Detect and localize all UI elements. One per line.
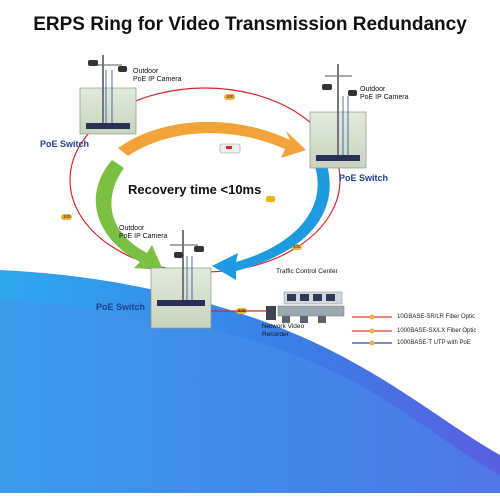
camera-label-line2: PoE IP Camera	[360, 94, 409, 101]
switch-label-top-left: PoE Switch	[40, 139, 90, 149]
link-tag-label-left: 100	[63, 214, 71, 219]
camera-label-line2: PoE IP Camera	[119, 233, 168, 240]
blue-recovery-arrow	[212, 154, 330, 280]
site-top-left	[79, 55, 137, 135]
legend-lines	[352, 314, 392, 346]
link-tag-label-top: 100	[226, 94, 234, 99]
site-top-right	[309, 64, 367, 169]
nvr-label-line2: Recorder	[262, 331, 289, 338]
traffic-control-center	[266, 291, 345, 323]
camera-label-line1: Outdoor	[360, 86, 386, 93]
switch-label-top-right: PoE Switch	[339, 173, 389, 183]
legend-item-1000t: 1000BASE-T UTP with PoE	[397, 340, 471, 346]
site-bottom	[150, 230, 212, 329]
vehicle-icons	[219, 143, 275, 202]
nvr-label: Network Video Recorder	[262, 323, 304, 339]
orange-recovery-arrow	[118, 121, 306, 158]
camera-label-line1: Outdoor	[133, 68, 159, 75]
page-title: ERPS Ring for Video Transmission Redunda…	[33, 14, 467, 35]
green-recovery-arrow	[95, 160, 163, 270]
camera-label-line2: PoE IP Camera	[133, 76, 182, 83]
nvr-label-line1: Network Video	[262, 323, 305, 330]
camera-label-top-left: Outdoor PoE IP Camera	[133, 68, 182, 84]
recovery-time-text: Recovery time <10ms	[128, 182, 262, 197]
camera-label-top-right: Outdoor PoE IP Camera	[360, 86, 409, 102]
legend-item-10g: 10GBASE-SR/LR Fiber Optic	[397, 314, 476, 320]
ring-link-tags	[61, 94, 302, 314]
camera-label-bottom: Outdoor PoE IP Camera	[119, 225, 168, 241]
background-wave-highlight	[0, 300, 500, 493]
switch-label-bottom: PoE Switch	[96, 302, 146, 312]
traffic-control-center-label: Traffic Control Center	[276, 268, 338, 275]
link-tag-label-bottom: 100	[238, 308, 246, 313]
camera-label-line1: Outdoor	[119, 225, 145, 232]
link-tag-label-right: 100	[293, 244, 301, 249]
legend-item-1000sx: 1000BASE-SX/LX Fiber Optic	[397, 328, 477, 334]
